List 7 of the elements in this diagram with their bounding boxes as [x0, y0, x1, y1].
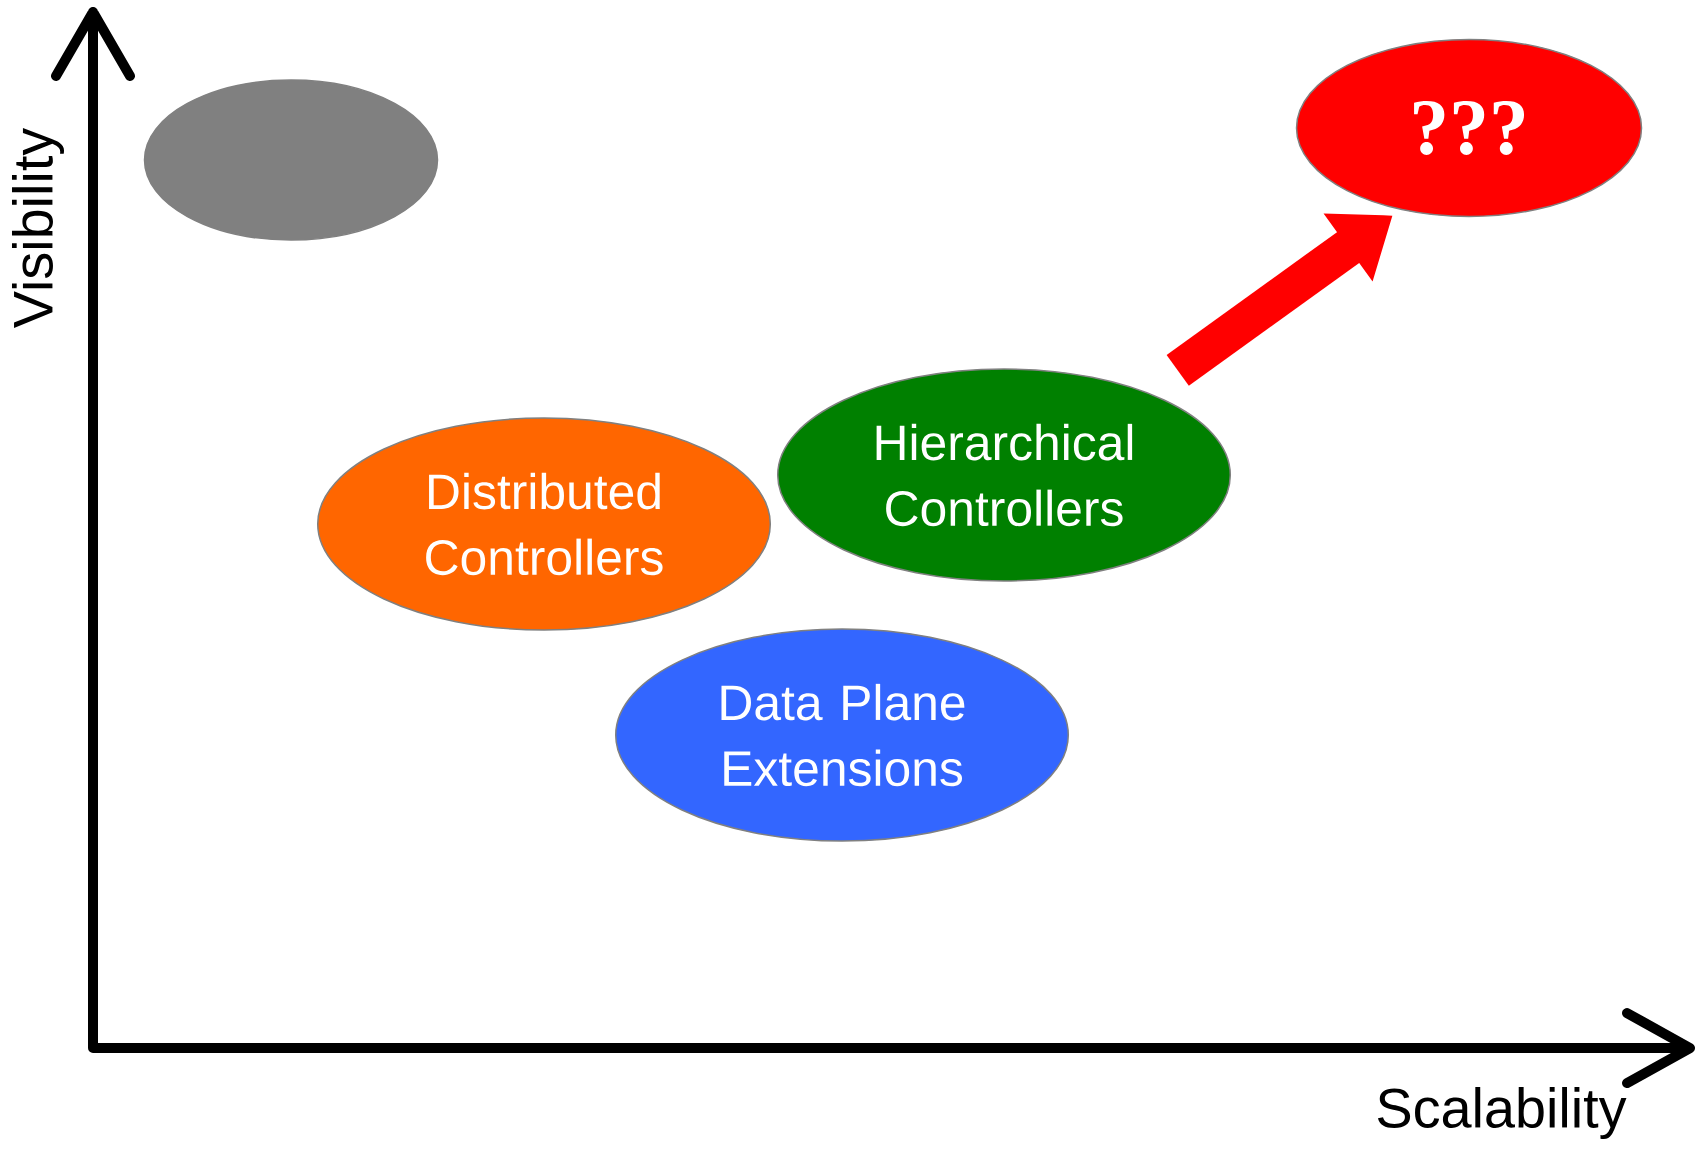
ellipse-node	[143, 79, 439, 241]
ellipse-node: Data Plane Extensions	[615, 628, 1070, 842]
ellipse-node: Hierarchical Controllers	[777, 368, 1232, 582]
ellipse-node: ???	[1295, 38, 1643, 218]
ellipse-node: Distributed Controllers	[317, 417, 772, 631]
axis-label: Scalability	[1377, 1087, 1627, 1139]
axis-label: Visibility	[12, 127, 64, 328]
